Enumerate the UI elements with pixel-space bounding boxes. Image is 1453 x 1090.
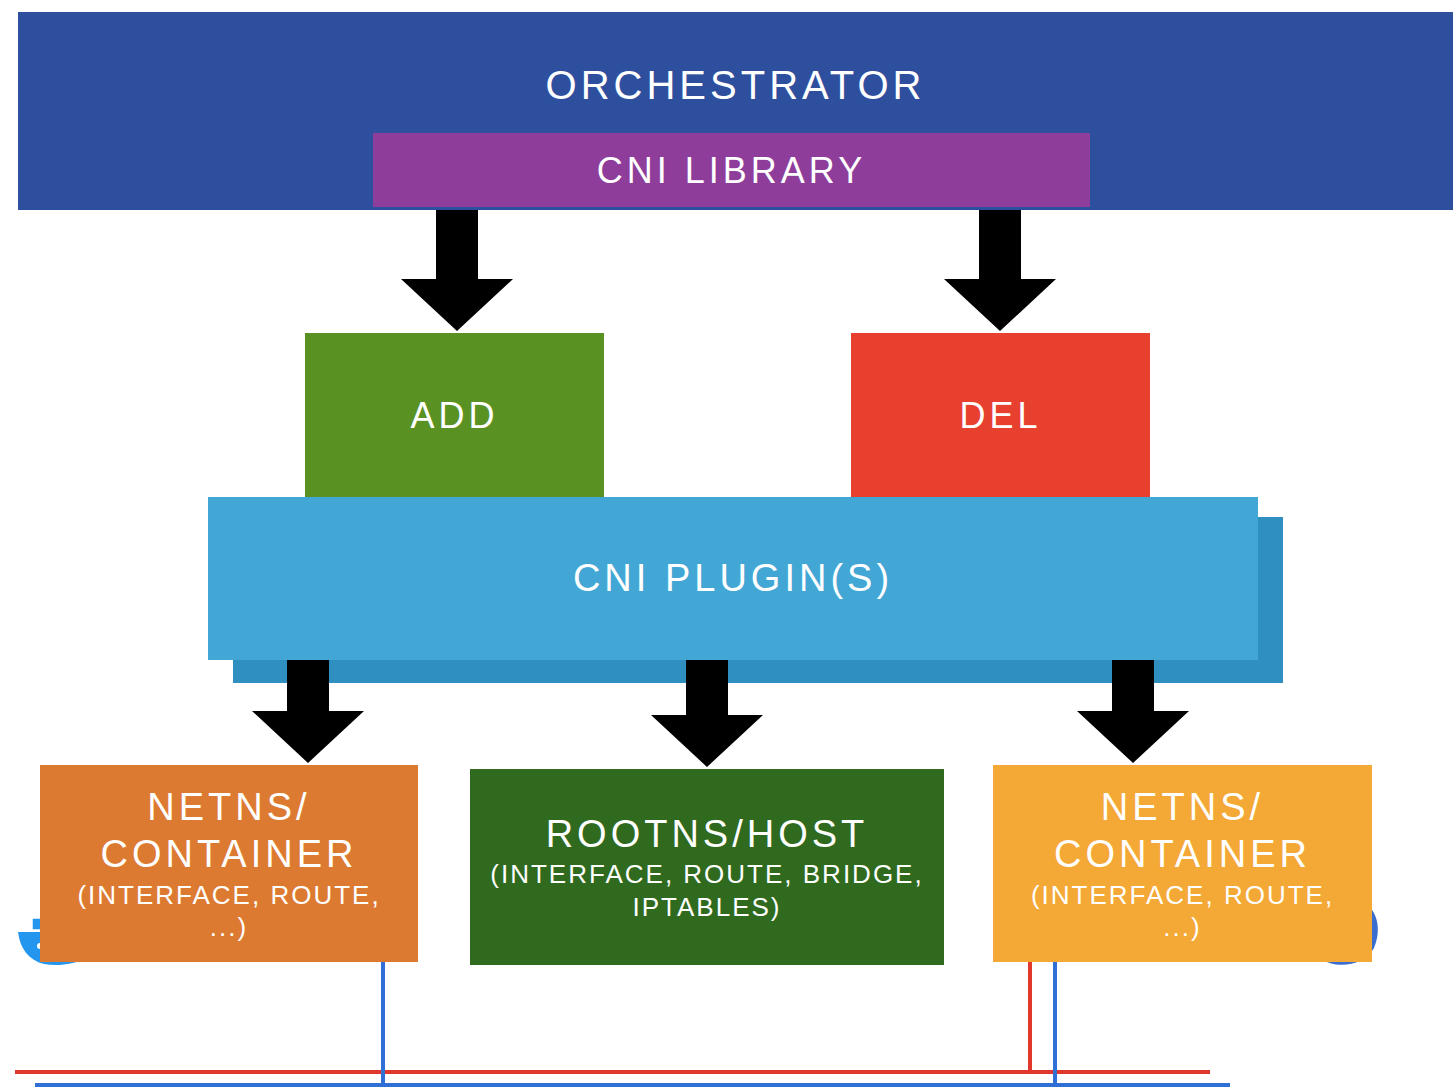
node-detail: (INTERFACE, ROUTE, ...) — [60, 879, 398, 944]
red-network-drop — [1028, 960, 1032, 1072]
node-detail: (INTERFACE, ROUTE, ...) — [1013, 879, 1352, 944]
host-box: ROOTNS/HOST(INTERFACE, ROUTE, BRIDGE, IP… — [470, 769, 944, 965]
namespace-box: NETNS/ CONTAINER(INTERFACE, ROUTE, ...) — [40, 765, 418, 962]
node-detail: (INTERFACE, ROUTE, BRIDGE, IPTABLES) — [490, 858, 924, 923]
block-arrow — [944, 207, 1056, 331]
block-arrow — [651, 660, 763, 767]
node-title: ORCHESTRATOR — [546, 60, 926, 110]
block-arrow — [401, 207, 513, 331]
node-title: NETNS/ CONTAINER — [60, 784, 398, 879]
operation-box: DEL — [851, 333, 1150, 497]
library-box: CNI LIBRARY — [373, 133, 1090, 207]
node-title: ADD — [410, 393, 498, 438]
block-arrow — [252, 660, 364, 763]
node-title: DEL — [959, 393, 1041, 438]
namespace-box: NETNS/ CONTAINER(INTERFACE, ROUTE, ...) — [993, 765, 1372, 962]
node-title: NETNS/ CONTAINER — [1013, 784, 1352, 879]
node-title: ROOTNS/HOST — [546, 811, 869, 859]
plugin-box: CNI PLUGIN(S) — [208, 497, 1258, 660]
node-title: CNI PLUGIN(S) — [573, 555, 893, 603]
network-wire — [383, 962, 1055, 1085]
operation-box: ADD — [305, 333, 604, 497]
node-title: CNI LIBRARY — [597, 148, 866, 193]
orchestrator-band: ORCHESTRATOR CNI LIBRARY — [18, 12, 1453, 210]
block-arrow — [1077, 660, 1189, 763]
